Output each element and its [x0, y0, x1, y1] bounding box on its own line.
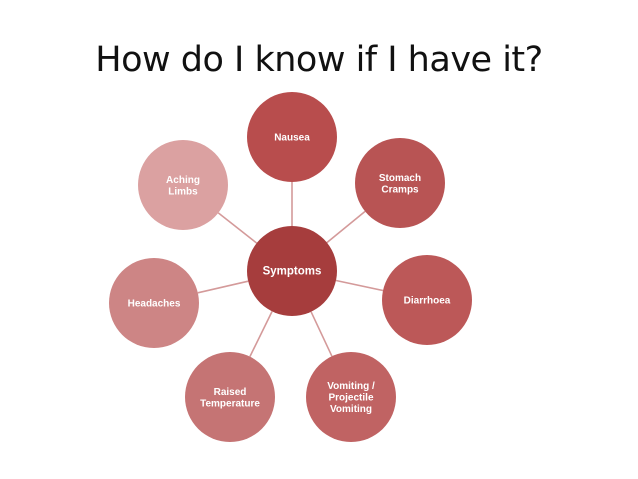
connector-stomach-cramps: [326, 210, 366, 244]
connector-vomiting: [310, 311, 333, 357]
node-diarrhoea: Diarrhoea: [382, 255, 472, 345]
node-raised-temperature-label-line-1: Raised: [214, 387, 247, 398]
node-aching-limbs-label-line-1: Aching: [166, 175, 200, 186]
node-headaches-circle: [109, 258, 199, 348]
node-aching-limbs-label-line-2: Limbs: [168, 186, 198, 197]
node-nausea-label-line-1: Nausea: [274, 133, 310, 144]
node-center-label-line-1: Symptoms: [263, 266, 322, 278]
node-vomiting-label-line-2: Projectile: [328, 393, 373, 404]
node-headaches-label-line-1: Headaches: [128, 299, 181, 310]
node-raised-temperature-label-line-2: Temperature: [200, 398, 260, 409]
node-center-symptoms: Symptoms: [247, 226, 337, 316]
node-center-circle: [247, 226, 337, 316]
connector-diarrhoea: [335, 279, 384, 292]
node-vomiting-label-line-1: Vomiting /: [327, 381, 375, 392]
node-diarrhoea-circle: [382, 255, 472, 345]
node-headaches: Headaches: [109, 258, 199, 348]
node-stomach-cramps-label-line-2: Cramps: [381, 184, 419, 195]
node-vomiting-label-line-3: Vomiting: [330, 404, 372, 415]
connectors: [197, 182, 384, 357]
node-nausea-circle: [247, 92, 337, 182]
node-aching-limbs-circle: [138, 140, 228, 230]
node-vomiting-circle: [306, 352, 396, 442]
connector-raised-temperature: [249, 311, 273, 357]
node-raised-temperature-circle: [185, 352, 275, 442]
node-stomach-cramps-circle: [355, 138, 445, 228]
node-nausea: Nausea: [247, 92, 337, 182]
connector-aching-limbs: [217, 212, 258, 244]
node-diarrhoea-label-line-1: Diarrhoea: [404, 296, 451, 307]
slide-title: How do I know if I have it?: [95, 40, 543, 80]
node-stomach-cramps-label-line-1: Stomach: [379, 173, 421, 184]
connector-headaches: [197, 280, 249, 294]
